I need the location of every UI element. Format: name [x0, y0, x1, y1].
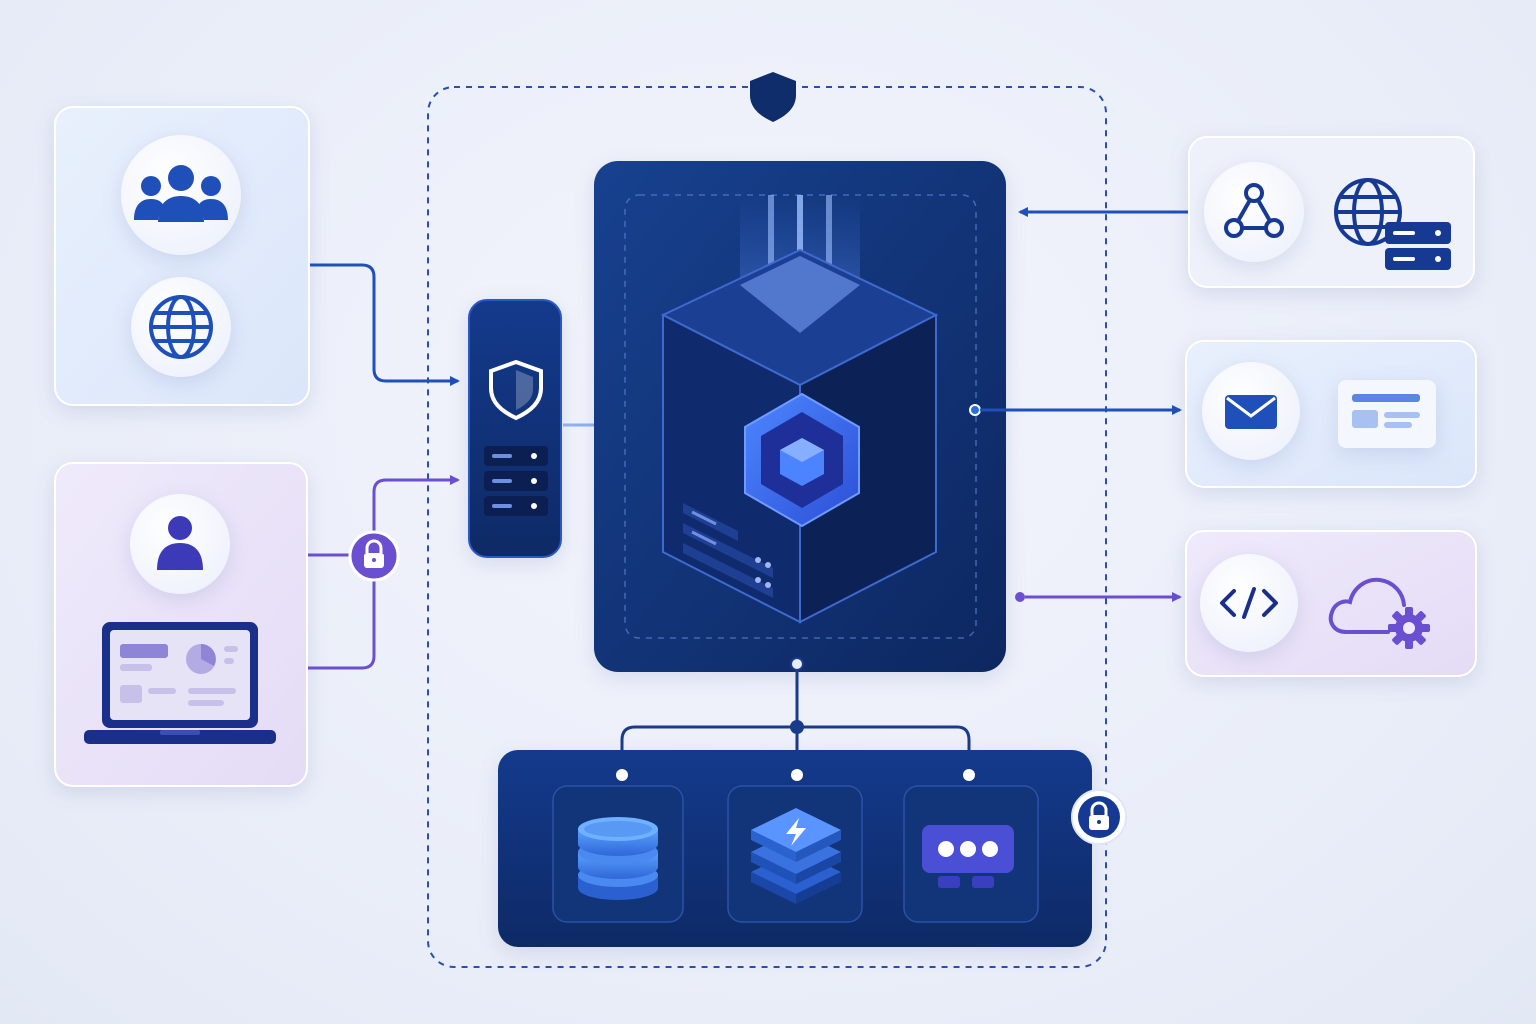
- api-code-node[interactable]: [1200, 554, 1298, 652]
- message-queue-icon: [922, 825, 1014, 888]
- group-users-icon: [134, 165, 228, 222]
- connector-dots: [790, 657, 804, 734]
- edge-core-to-api: [1015, 592, 1182, 602]
- webhook-service-node[interactable]: [1204, 162, 1304, 262]
- lock-icon: [364, 539, 384, 568]
- secure-lock-badge: [348, 530, 400, 582]
- card-icon: [1338, 380, 1436, 448]
- internet-node[interactable]: [131, 277, 231, 377]
- core-cube: [660, 248, 939, 624]
- cloud-config-node[interactable]: [1328, 577, 1430, 649]
- notification-card-node[interactable]: [1338, 380, 1436, 448]
- server-rack-icon: [484, 446, 548, 516]
- hexagon-cube-icon: [744, 392, 860, 528]
- edge-core-to-email: [969, 404, 1182, 416]
- user-icon: [157, 516, 203, 570]
- cloud-gear-icon: [1328, 577, 1430, 649]
- email-service-node[interactable]: [1202, 362, 1300, 460]
- lock-icon: [1089, 801, 1109, 830]
- database-icon: [578, 817, 658, 900]
- clients-card: [54, 106, 310, 406]
- single-user-node[interactable]: [130, 494, 230, 594]
- message-queue-node[interactable]: [903, 785, 1039, 923]
- shield-icon: [489, 359, 543, 421]
- edge-clients-to-gateway: [310, 263, 460, 386]
- edge-user-to-gateway: [308, 475, 460, 670]
- mail-icon: [1225, 395, 1277, 429]
- globe-server-icon: [1334, 178, 1451, 270]
- web-server-node[interactable]: [1334, 178, 1451, 270]
- boundary-shield-icon: [750, 72, 796, 122]
- gateway-node[interactable]: [468, 299, 562, 558]
- database-node[interactable]: [552, 785, 684, 923]
- connector-dots-bottom: [616, 769, 975, 781]
- globe-icon: [149, 295, 213, 359]
- code-icon: [1220, 587, 1278, 619]
- boundary-lock-badge: [1071, 789, 1127, 845]
- core-platform-node[interactable]: [594, 161, 1006, 672]
- laptop-dashboard-icon: [84, 622, 276, 744]
- cache-node[interactable]: [727, 785, 863, 923]
- dashboard-laptop-node[interactable]: [84, 622, 276, 744]
- group-users-node[interactable]: [121, 135, 241, 255]
- webhook-icon: [1224, 183, 1284, 238]
- layers-bolt-icon: [751, 808, 841, 904]
